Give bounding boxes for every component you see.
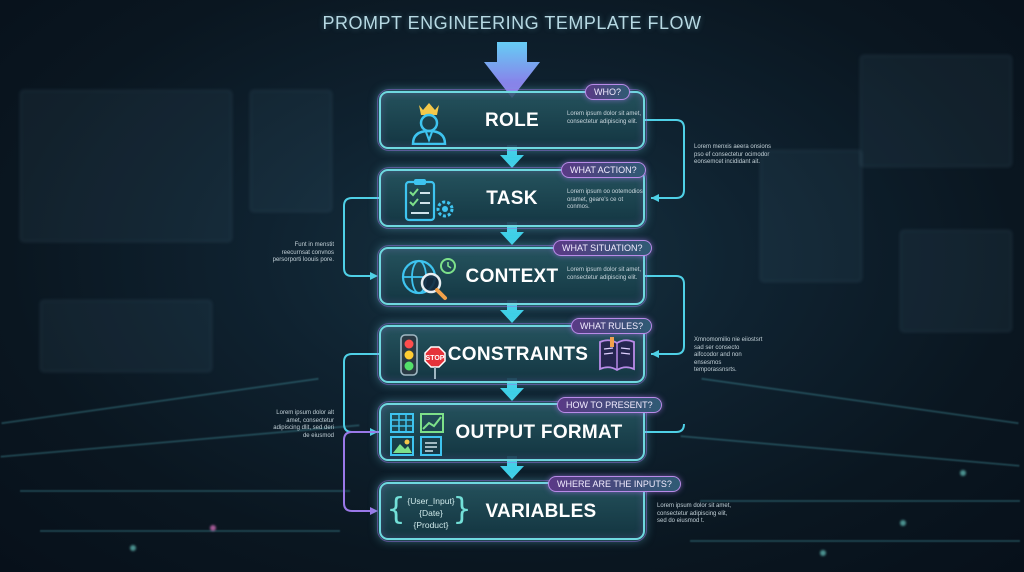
step-label: OUTPUT FORMAT <box>455 422 623 443</box>
connector-output-right <box>645 423 685 433</box>
connector-output-variables <box>343 431 379 512</box>
down-arrow <box>500 378 524 401</box>
circuit-trace <box>690 540 1020 542</box>
connector-constraints-output <box>343 353 379 433</box>
question-badge: HOW TO PRESENT? <box>557 397 662 413</box>
down-arrow <box>500 145 524 168</box>
variable-item: {User_Input} <box>407 496 455 506</box>
circuit-trace <box>700 500 1020 502</box>
circuit-node <box>900 520 906 526</box>
step-role: ROLE Lorem ipsum dolor sit amet, consect… <box>377 89 647 151</box>
table-chart-image-document-icon <box>390 413 444 456</box>
side-note: Funt in menstit reecurnsat convnos perso… <box>272 242 334 263</box>
svg-text:STOP: STOP <box>426 355 445 362</box>
step-label: TASK <box>486 188 538 209</box>
step-note: Lorem ipsum oo ootemodios oramet, geare'… <box>567 189 643 210</box>
background-panel-right-3 <box>900 230 1012 332</box>
globe-magnifier-clock-icon <box>401 258 456 300</box>
variable-item: {Product} <box>413 520 449 530</box>
entry-arrow <box>484 42 540 98</box>
open-book-icon <box>599 337 635 372</box>
question-badge: WHAT ACTION? <box>561 162 646 178</box>
step-constraints: STOP CONSTRAINTS <box>377 323 647 385</box>
circuit-node <box>130 545 136 551</box>
side-note: Xmnomomilio nie eiiostsrt sad ser consec… <box>694 337 763 373</box>
step-context: CONTEXT Lorem ipsum dolor sit amet, cons… <box>377 245 647 307</box>
background-panel-left-2 <box>250 90 332 212</box>
side-note: Lorem ipsum dolor sit amet, consectetur … <box>657 503 732 524</box>
circuit-node <box>820 550 826 556</box>
background-panel-right-2 <box>760 150 862 282</box>
step-task: TASK Lorem ipsum oo ootemodios oramet, g… <box>377 167 647 229</box>
down-arrow <box>500 222 524 245</box>
diagram-title: PROMPT ENGINEERING TEMPLATE FLOW <box>322 13 702 33</box>
step-label: CONTEXT <box>465 266 559 287</box>
right-brace: } <box>453 492 472 527</box>
traffic-light-stop-icon: STOP <box>400 334 446 379</box>
down-arrow <box>500 300 524 323</box>
question-badge: WHO? <box>585 84 630 100</box>
connector-context-constraints <box>645 275 685 355</box>
connector-task-context <box>343 197 379 277</box>
circuit-node <box>960 470 966 476</box>
circuit-trace <box>20 490 350 492</box>
down-arrow <box>500 456 524 479</box>
connector-role-task <box>645 119 685 199</box>
background-panel-left-3 <box>40 300 212 372</box>
person-with-crown-icon <box>411 103 447 145</box>
question-badge: WHAT SITUATION? <box>553 240 652 256</box>
step-label: VARIABLES <box>485 501 597 522</box>
curly-braces-icon: { } {User_Input} {Date} {Product} <box>387 484 471 540</box>
side-note: Lorem ipsum dolor alt amet, consectetur … <box>273 410 334 439</box>
step-note: Lorem ipsum dolor sit amet, consectetur … <box>567 267 642 281</box>
circuit-node <box>210 525 216 531</box>
circuit-trace <box>40 530 340 532</box>
variable-item: {Date} <box>419 508 443 518</box>
step-note: Lorem ipsum dolor sit amet, consectetur … <box>567 111 642 125</box>
background-panel-right <box>860 55 1012 167</box>
step-label: ROLE <box>485 110 539 131</box>
left-brace: { <box>387 492 406 527</box>
clipboard-checklist-gear-icon <box>404 179 454 222</box>
step-label: CONSTRAINTS <box>447 344 589 365</box>
side-note: Lorem menxis aeera onsions pso ef consec… <box>694 144 772 165</box>
question-badge: WHERE ARE THE INPUTS? <box>548 476 681 492</box>
question-badge: WHAT RULES? <box>571 318 653 334</box>
background-panel-left <box>20 90 232 242</box>
